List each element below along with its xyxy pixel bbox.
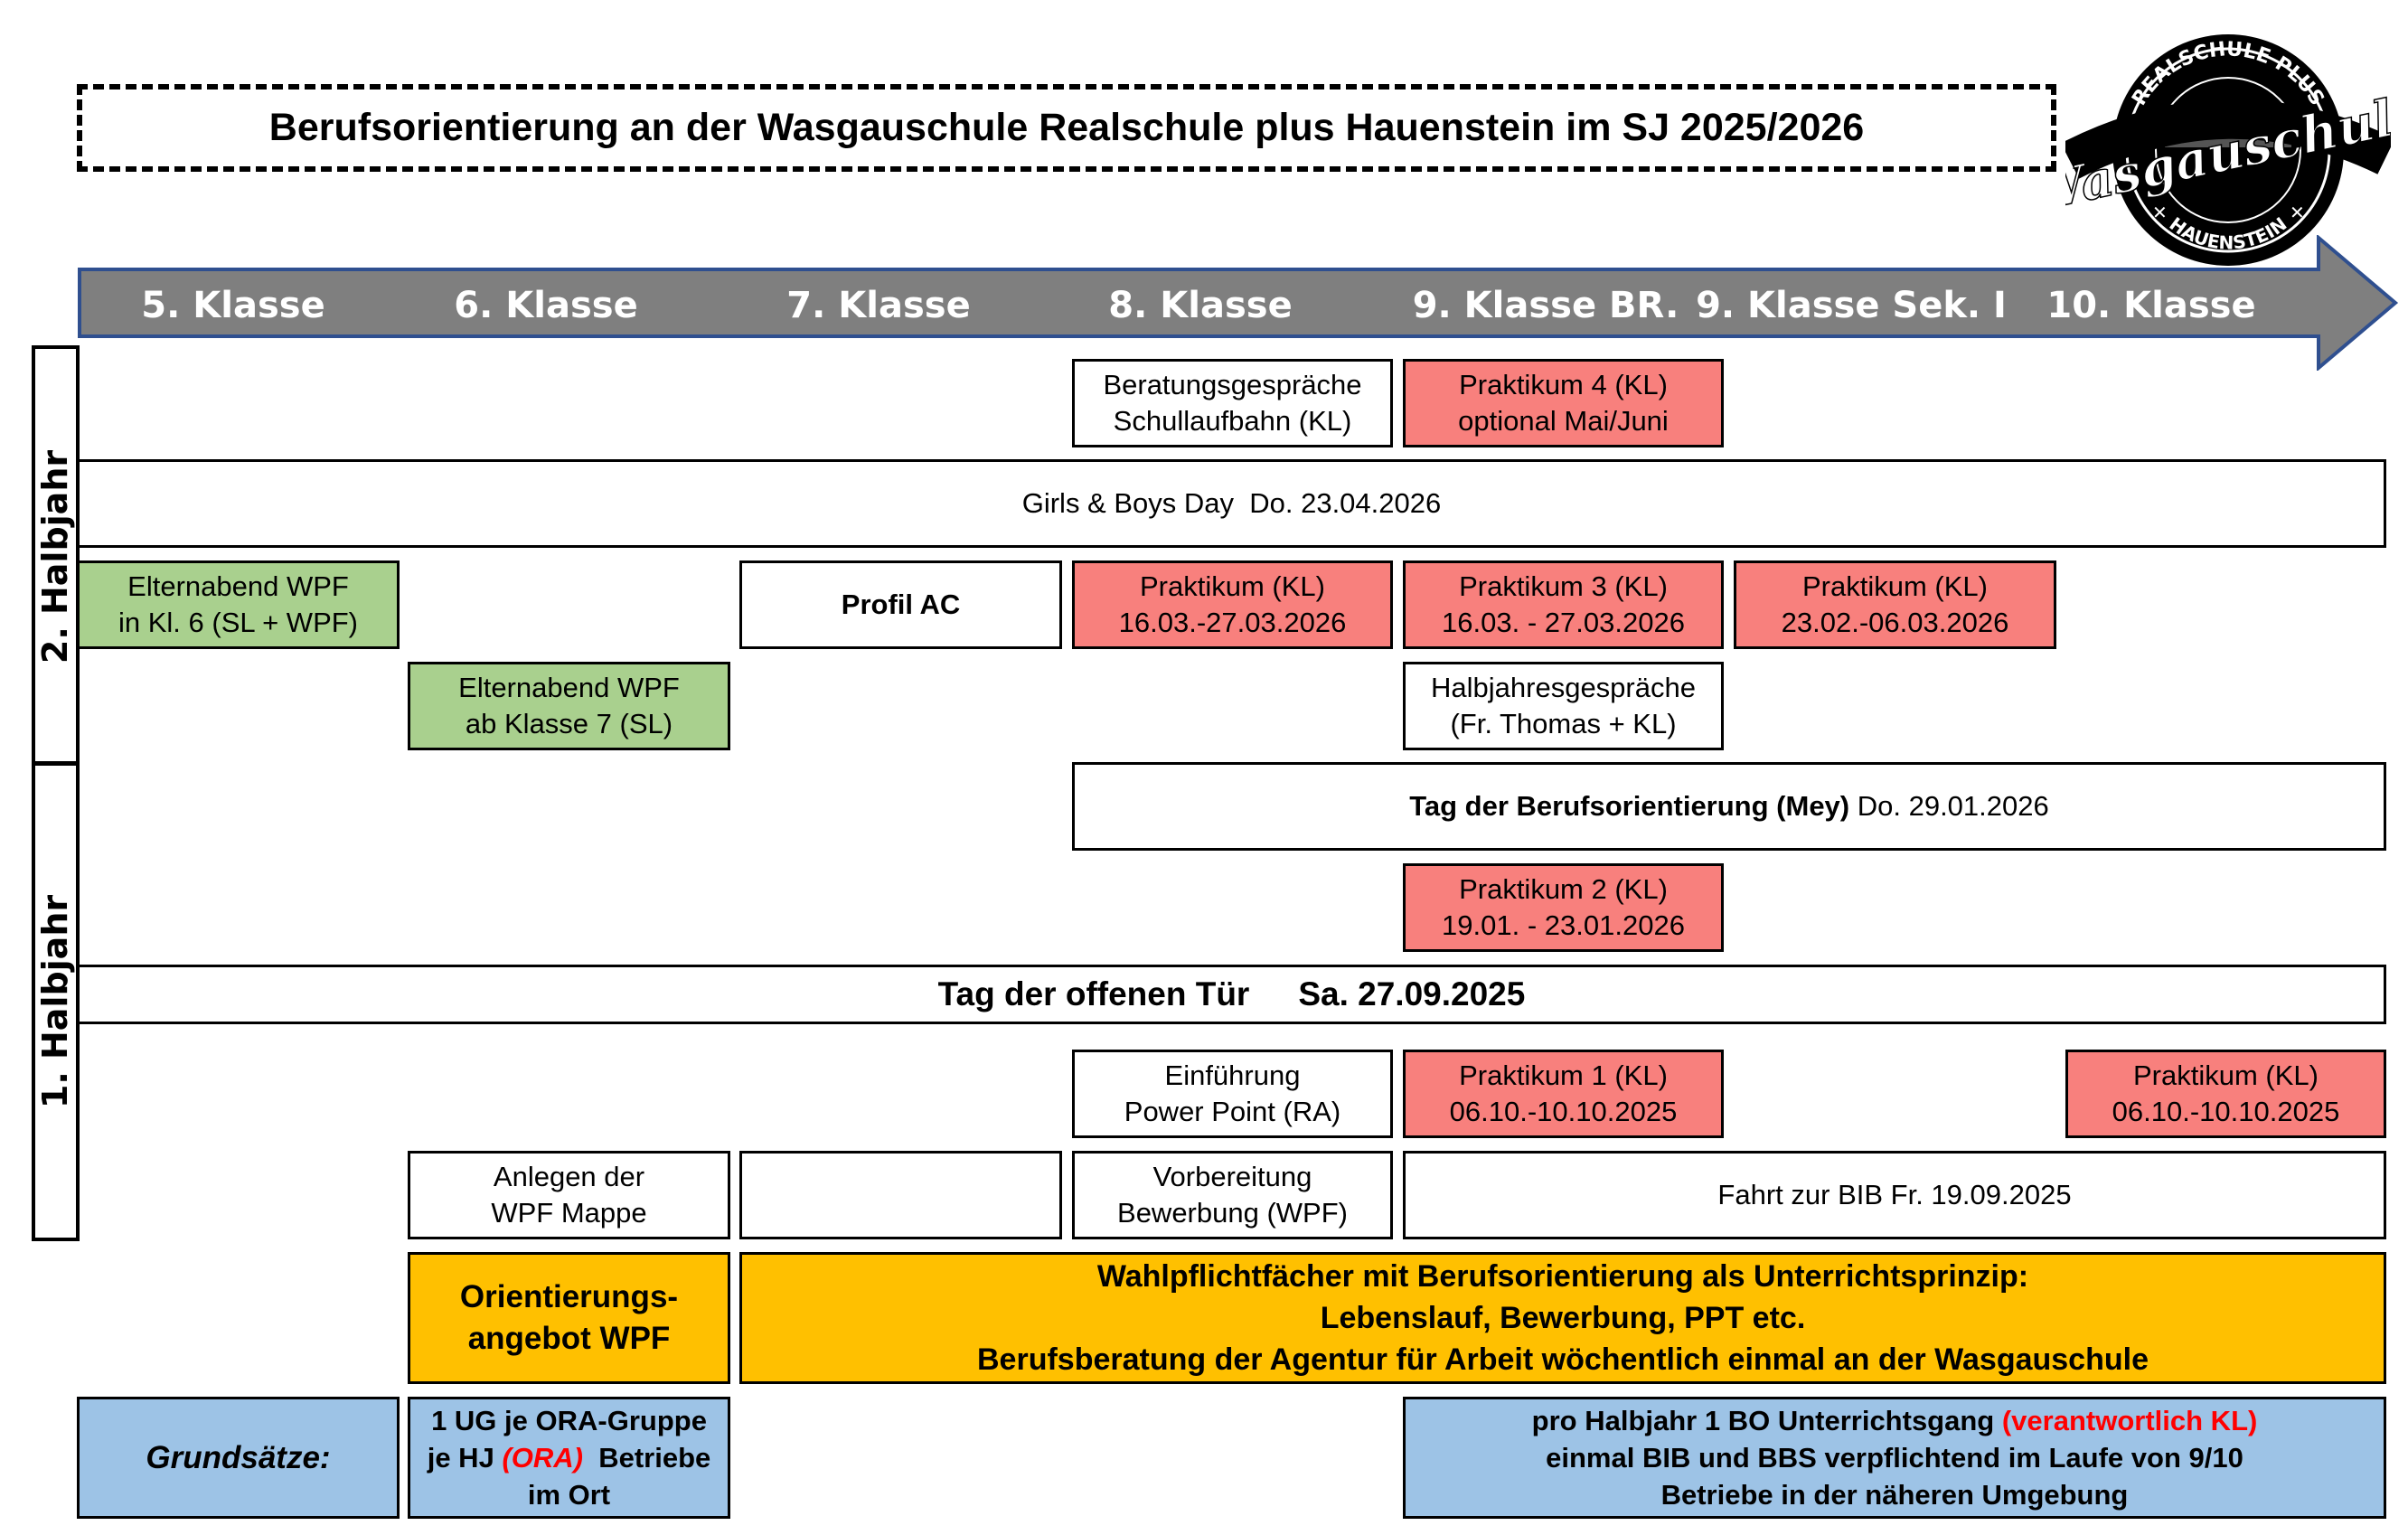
column-label-9br: 9. Klasse BR. — [1412, 285, 1679, 326]
svg-text:✕: ✕ — [2290, 202, 2305, 223]
timeline-arrow — [78, 235, 2399, 371]
event-praktikum-sek: Praktikum (KL)23.02.-06.03.2026 — [1734, 560, 2056, 649]
column-label-7: 7. Klasse — [786, 285, 971, 326]
event-halbjahresgespraeche: Halbjahresgespräche(Fr. Thomas + KL) — [1403, 662, 1724, 750]
event-fahrt-zur-bib: Fahrt zur BIB Fr. 19.09.2025 — [1403, 1151, 2386, 1239]
column-label-5: 5. Klasse — [141, 285, 325, 326]
page-title-text: Berufsorientierung an der Wasgauschule R… — [268, 106, 1865, 149]
grundsaetze-ora: 1 UG je ORA-Gruppe je HJ (ORA) Betriebe … — [408, 1397, 730, 1519]
event-profil-ac: Profil AC — [739, 560, 1062, 649]
grundsaetze-bo-unterrichtsgang: pro Halbjahr 1 BO Unterrichtsgang (veran… — [1403, 1397, 2386, 1519]
event-orientierungsangebot-wpf: Orientierungs-angebot WPF — [408, 1252, 730, 1384]
school-logo: Wasgauschule REALSCHULE PLUS HAUENSTEIN … — [2065, 34, 2391, 266]
event-girls-boys-day: Girls & Boys Day Do. 23.04.2026 — [77, 459, 2386, 548]
event-praktikum-1: Praktikum 1 (KL)06.10.-10.10.2025 — [1403, 1050, 1724, 1138]
event-wahlpflichtfaecher: Wahlpflichtfächer mit Berufsorientierung… — [739, 1252, 2386, 1384]
column-label-9sek: 9. Klasse Sek. I — [1696, 285, 2007, 326]
column-label-10: 10. Klasse — [2046, 285, 2256, 326]
column-label-6: 6. Klasse — [454, 285, 638, 326]
event-praktikum-2: Praktikum 2 (KL)19.01. - 23.01.2026 — [1403, 863, 1724, 952]
grundsaetze-label: Grundsätze: — [77, 1397, 400, 1519]
page-title: Berufsorientierung an der Wasgauschule R… — [77, 84, 2056, 172]
event-praktikum-3: Praktikum 3 (KL)16.03. - 27.03.2026 — [1403, 560, 1724, 649]
first-half-label: 1. Halbjahr — [35, 894, 75, 1109]
event-tag-der-berufsorientierung: Tag der Berufsorientierung (Mey) Do. 29.… — [1072, 762, 2386, 851]
column-label-8: 8. Klasse — [1108, 285, 1293, 326]
event-praktikum-kl10: Praktikum (KL)06.10.-10.10.2025 — [2065, 1050, 2386, 1138]
svg-text:✕: ✕ — [2152, 202, 2168, 223]
empty-box-kl7 — [739, 1151, 1062, 1239]
second-half-label: 2. Halbjahr — [35, 449, 75, 664]
event-praktikum-4: Praktikum 4 (KL)optional Mai/Juni — [1403, 359, 1724, 447]
event-praktikum-kl8: Praktikum (KL)16.03.-27.03.2026 — [1072, 560, 1393, 649]
